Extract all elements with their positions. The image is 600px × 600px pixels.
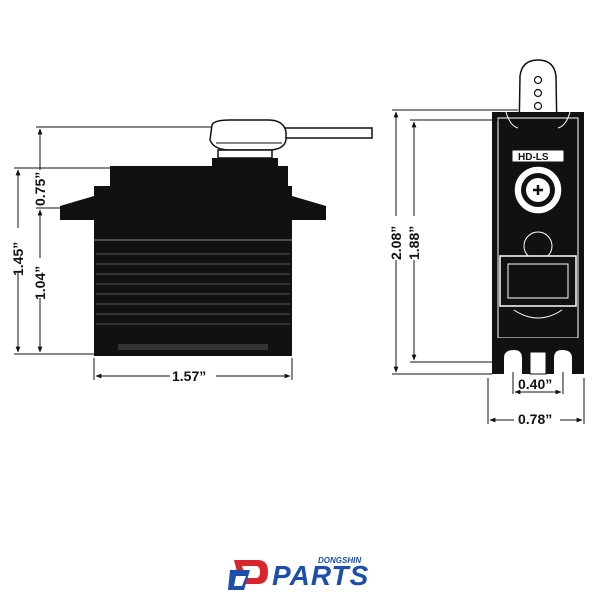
front-height-mount-label: 1.88” — [406, 226, 422, 260]
servo-arm-side — [209, 119, 373, 168]
mounting-ear-left — [60, 196, 94, 220]
front-width-label: 0.78” — [518, 411, 552, 427]
side-height-body-label: 1.04” — [32, 266, 48, 300]
dongshin-logo-emblem — [228, 560, 268, 590]
side-view — [60, 119, 373, 356]
side-width-label: 1.57” — [172, 368, 206, 384]
mounting-ear-right — [292, 196, 326, 220]
front-view: HD-LS — [492, 59, 584, 375]
front-dimensions: 2.08” 1.88” 0.40” 0.78” — [386, 109, 585, 428]
case-model-text: HD-LS — [518, 152, 549, 163]
logo-brand-text: PARTS — [272, 560, 370, 591]
front-mount-spacing-label: 0.40” — [518, 376, 552, 392]
side-dimensions: 1.45” 0.75” 1.04” 1.57” — [4, 126, 293, 386]
front-height-total-label: 2.08” — [388, 226, 404, 260]
side-height-top-label: 0.75” — [32, 172, 48, 206]
dongshin-parts-logo: PARTS DONGSHIN — [228, 552, 378, 596]
logo-subtext: DONGSHIN — [318, 556, 362, 565]
side-height-total-label: 1.45” — [10, 242, 26, 276]
servo-case-top — [94, 186, 292, 244]
